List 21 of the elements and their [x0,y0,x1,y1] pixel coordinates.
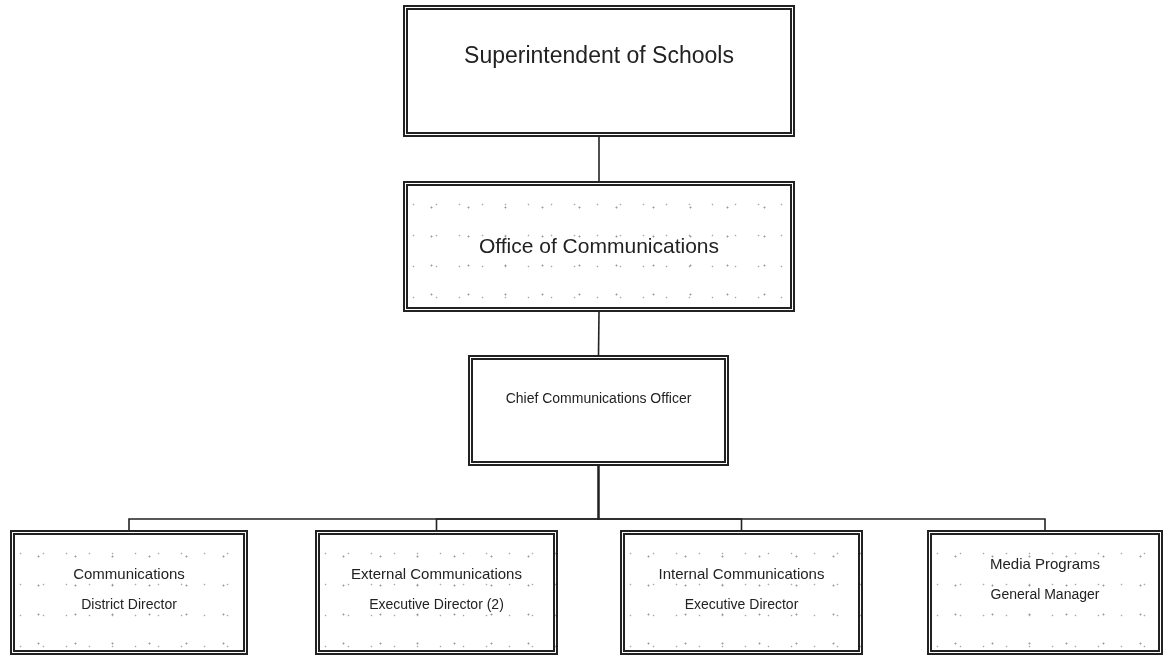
unit-name: External Communications [350,565,523,582]
org-box [315,530,558,655]
org-box [10,530,248,655]
unit-name: Internal Communications [657,565,826,582]
connector-line [598,136,600,182]
role-title: Executive Director (2) [368,596,505,612]
org-box [403,5,795,137]
connector-line [597,465,1046,531]
org-box [927,530,1163,655]
unit-name: Media Programs [988,555,1101,572]
role-title: Executive Director [683,596,800,612]
unit-name: Office of Communications [477,234,720,258]
role-title: District Director [80,596,178,612]
org-box [468,355,729,466]
role-title: General Manager [989,586,1101,602]
connector-line [597,311,600,356]
unit-name: Superintendent of Schools [463,42,735,69]
unit-name: Communications [72,565,186,582]
unit-name: Chief Communications Officer [504,390,693,406]
org-box [620,530,863,655]
org-box [403,181,795,312]
